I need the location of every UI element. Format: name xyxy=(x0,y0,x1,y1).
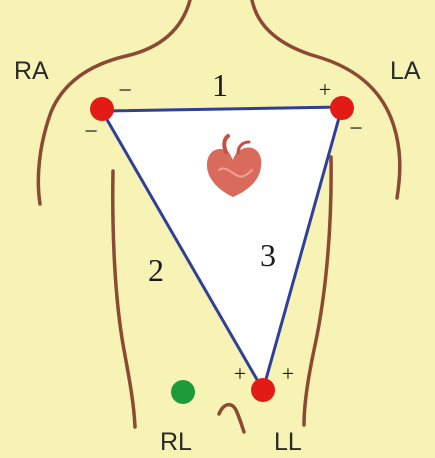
lead-1-label: 1 xyxy=(212,67,228,103)
electrode-ra xyxy=(90,97,114,121)
sign-la-lead3: − xyxy=(349,116,363,142)
sign-ll-lead2: + xyxy=(234,361,246,386)
label-left-arm: LA xyxy=(390,57,421,85)
label-right-leg: RL xyxy=(160,428,192,456)
sign-ll-lead3: + xyxy=(282,361,294,386)
electrode-ll xyxy=(251,378,275,402)
lead-2-label: 2 xyxy=(148,252,164,288)
sign-ra-lead2: − xyxy=(84,119,98,145)
electrode-rl-ground xyxy=(171,380,195,404)
label-left-leg: LL xyxy=(274,428,302,456)
label-right-arm: RA xyxy=(14,57,49,85)
lead-3-label: 3 xyxy=(260,237,276,273)
sign-ra-lead1: − xyxy=(118,78,132,104)
sign-la-lead1: + xyxy=(319,77,331,102)
